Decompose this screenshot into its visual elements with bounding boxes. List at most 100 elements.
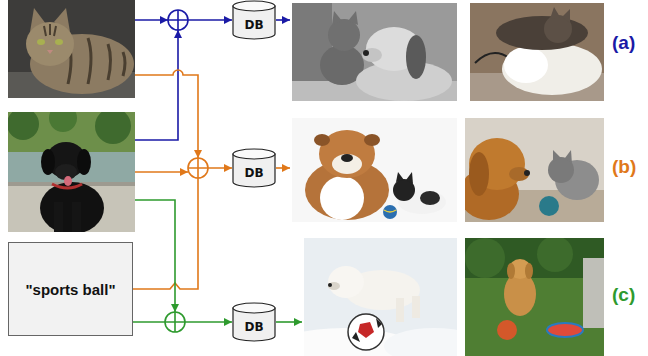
result-photo-part — [348, 11, 358, 25]
result-photo — [459, 118, 604, 222]
dog-photo — [7, 104, 135, 234]
cat-photo-part — [8, 0, 135, 98]
result-photo-part — [550, 7, 560, 19]
node-text: "sports ball" — [25, 281, 115, 298]
result-photo-part — [562, 9, 570, 23]
dog-photo-part — [7, 108, 39, 140]
result-photo-part — [314, 134, 330, 146]
result-photo-part — [420, 191, 440, 205]
query-wire-part — [188, 19, 232, 21]
combine-symbol-part — [188, 158, 208, 178]
result-photo-part — [328, 283, 332, 287]
database-cylinder: DB — [232, 302, 276, 342]
result-photo-part — [358, 322, 374, 338]
query-wire-part — [276, 321, 302, 323]
dog-photo-part — [72, 202, 81, 232]
result-photo-part — [383, 205, 397, 219]
result-photo-part — [525, 263, 533, 279]
result-photo-part — [583, 258, 604, 328]
cylinder-top — [233, 303, 275, 313]
query-wire-part — [276, 19, 290, 21]
combine-symbol-part — [188, 158, 208, 178]
dog-photo-part — [95, 108, 131, 144]
result-photo-part — [507, 263, 515, 279]
node-text: DB — [244, 166, 263, 180]
result-photo-part — [376, 318, 382, 328]
result-photo-part — [524, 170, 530, 176]
result-photo-part — [509, 167, 529, 181]
result-photo-part — [362, 48, 382, 62]
result-photo-part — [406, 35, 426, 79]
result-photo-part — [469, 152, 489, 196]
result-photo-part — [292, 118, 457, 222]
dog-photo-part — [64, 176, 72, 186]
result-photo — [470, 3, 604, 101]
dog-photo-part — [54, 202, 63, 232]
result-photo — [274, 238, 484, 356]
combine-symbol-part — [168, 10, 188, 30]
result-photo-part — [504, 47, 548, 83]
query-connector — [133, 168, 232, 289]
result-photo-part — [348, 314, 384, 350]
result-photo-part — [470, 3, 604, 101]
result-photo — [292, 118, 457, 222]
result-photo-part — [364, 134, 380, 146]
cat-photo-part — [37, 39, 45, 45]
cat-photo-part — [47, 50, 53, 54]
result-photo-part — [496, 16, 588, 50]
panel-label: (a) — [612, 32, 635, 53]
result-photo — [292, 3, 457, 101]
result-photo-part — [412, 296, 420, 318]
combine-symbol-part — [168, 10, 188, 30]
combine-symbol-part — [165, 312, 185, 332]
database-cylinder: DB — [232, 148, 276, 188]
result-photo-part — [332, 11, 342, 25]
database-cylinder: DB — [232, 0, 276, 40]
dog-photo-part — [41, 149, 55, 175]
result-photo-part — [547, 323, 583, 337]
result-photo-part — [396, 172, 404, 182]
query-wire-part — [135, 19, 168, 21]
cat-photo-part — [68, 38, 125, 84]
cat-photo-part — [44, 24, 56, 36]
panel-label-holder: (c) — [612, 284, 635, 306]
panel-label: (b) — [612, 156, 636, 177]
result-photo-part — [363, 50, 369, 56]
dog-photo-part — [52, 184, 82, 188]
result-photo-part — [537, 236, 573, 272]
result-photo-part — [341, 154, 353, 162]
result-photo-part — [292, 3, 457, 101]
result-photo-part — [406, 172, 413, 184]
dog-photo-part — [49, 104, 77, 132]
combine-symbol-part — [165, 312, 185, 332]
result-photo-part — [352, 332, 360, 342]
result-photo-part — [396, 298, 404, 322]
result-photo-part — [465, 238, 505, 278]
combine-symbol — [165, 10, 208, 332]
result-photo-part — [320, 176, 364, 220]
result-photo-part — [465, 238, 604, 356]
query-wire-part — [276, 167, 290, 169]
result-photo-part — [565, 150, 572, 164]
result-photo-part — [553, 150, 561, 162]
cylinder-top — [233, 1, 275, 11]
result-photo-part — [332, 154, 362, 174]
result-photo — [465, 236, 604, 356]
panel-label: (c) — [612, 284, 635, 305]
result-photo-part — [502, 43, 602, 95]
cat-photo-part — [55, 39, 63, 45]
panel-label-holder: (b) — [612, 156, 636, 178]
cylinder-top — [233, 149, 275, 159]
dog-photo-part — [40, 182, 104, 234]
result-photo-part — [328, 266, 364, 298]
panel-label-holder: (a) — [612, 32, 635, 54]
query-wire-part — [135, 70, 198, 158]
query-wire-part — [135, 171, 188, 173]
result-photo-part — [384, 210, 396, 212]
node-text: DB — [244, 320, 263, 334]
result-photo-part — [497, 320, 517, 340]
node-text: DB — [244, 18, 263, 32]
query-wire-part — [135, 200, 175, 312]
